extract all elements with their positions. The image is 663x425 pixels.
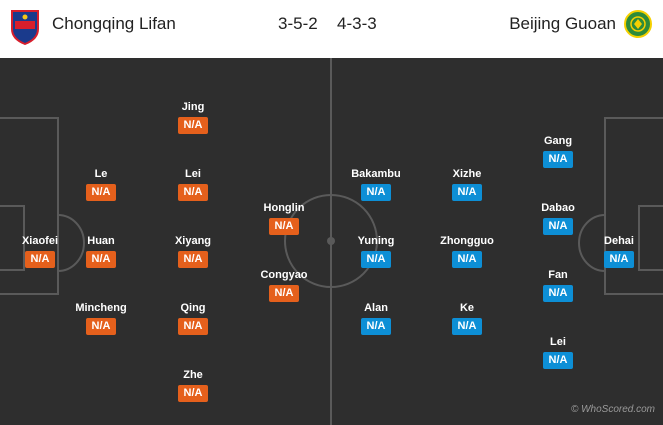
player-rating-badge: N/A [543,285,573,302]
player-name[interactable]: Huan [87,235,115,247]
player-rating-badge: N/A [178,318,208,335]
player-name[interactable]: Mincheng [75,302,127,314]
player-rating-badge: N/A [361,184,391,201]
player-name[interactable]: Ke [459,302,475,314]
player-name[interactable]: Xiaofei [21,235,59,247]
player-rating-badge: N/A [452,251,482,268]
player-name[interactable]: Xiyang [174,235,212,247]
player-name[interactable]: Bakambu [351,168,401,180]
player-rating-badge: N/A [25,251,55,268]
player-name[interactable]: Zhe [183,369,203,381]
player-rating-badge: N/A [543,352,573,369]
player-name[interactable]: Gang [543,135,573,147]
player-rating-badge: N/A [178,251,208,268]
player-name[interactable]: Zhongguo [440,235,494,247]
player-name[interactable]: Fan [548,269,568,281]
away-formation: 4-3-3 [337,14,377,33]
whoscored-watermark: © WhoScored.com [570,404,655,415]
player-name[interactable]: Yuning [357,235,395,247]
player-rating-badge: N/A [361,318,391,335]
player-name[interactable]: Lei [550,336,566,348]
player-name[interactable]: Jing [181,101,205,113]
player-rating-badge: N/A [604,251,634,268]
pitch-markings [0,58,663,425]
player-name[interactable]: Dabao [541,202,575,214]
player-rating-badge: N/A [543,218,573,235]
player-rating-badge: N/A [269,285,299,302]
player-rating-badge: N/A [269,218,299,235]
match-header: Chongqing Lifan 3-5-2 4-3-3 Beijing Guoa… [0,0,663,52]
player-name[interactable]: Lei [185,168,201,180]
home-team-name[interactable]: Chongqing Lifan [52,14,176,33]
player-rating-badge: N/A [178,117,208,134]
home-formation: 3-5-2 [278,14,318,33]
player-rating-badge: N/A [452,318,482,335]
player-name[interactable]: Alan [364,302,388,314]
player-rating-badge: N/A [452,184,482,201]
player-rating-badge: N/A [86,251,116,268]
player-name[interactable]: Le [94,168,108,180]
player-rating-badge: N/A [178,184,208,201]
beijing-guoan-crest-icon [624,10,652,38]
player-name[interactable]: Xizhe [452,168,482,180]
chongqing-lifan-crest-icon [11,10,39,45]
away-team-name[interactable]: Beijing Guoan [509,14,616,33]
player-rating-badge: N/A [543,151,573,168]
player-name[interactable]: Dehai [604,235,634,247]
player-rating-badge: N/A [86,318,116,335]
player-name[interactable]: Honglin [263,202,305,214]
player-rating-badge: N/A [178,385,208,402]
player-rating-badge: N/A [361,251,391,268]
player-rating-badge: N/A [86,184,116,201]
player-name[interactable]: Congyao [260,269,308,281]
player-name[interactable]: Qing [180,302,206,314]
